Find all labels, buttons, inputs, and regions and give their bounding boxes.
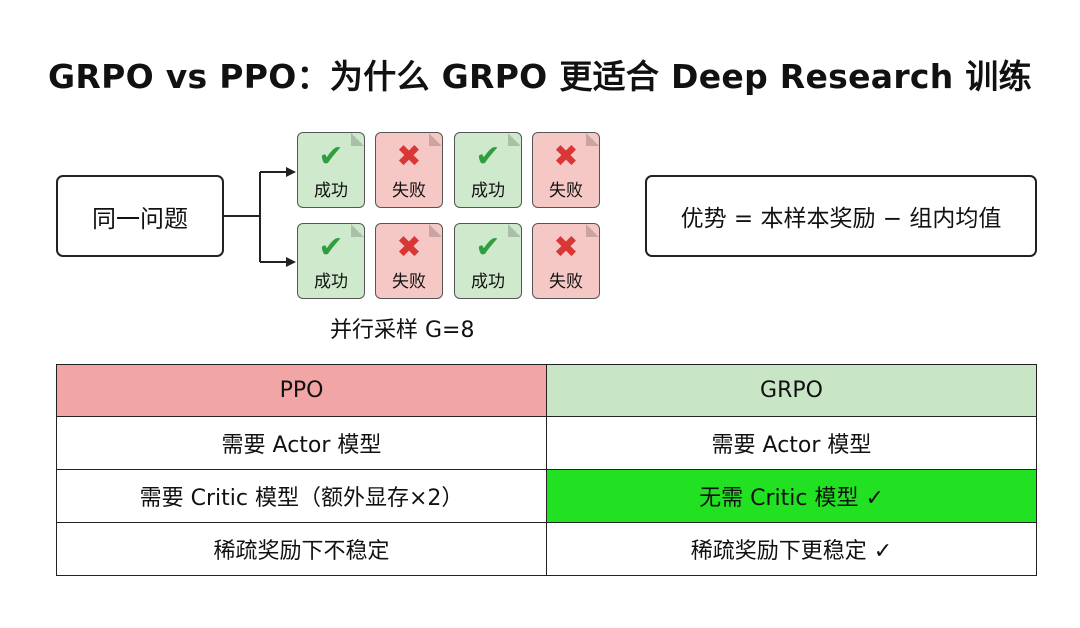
cross-icon: ✖: [396, 229, 422, 265]
ppo-cell: 需要 Actor 模型: [56, 416, 547, 470]
grpo-cell: 需要 Actor 模型: [546, 416, 1037, 470]
cross-icon: ✖: [396, 138, 422, 174]
grpo-cell-highlighted: 无需 Critic 模型 ✓: [546, 469, 1037, 523]
sample-card-label: 失败: [549, 180, 583, 201]
table-header-row: PPO GRPO: [56, 364, 1037, 417]
sample-card-label: 成功: [471, 271, 505, 292]
cross-icon: ✖: [553, 138, 579, 174]
check-icon: ✔: [475, 138, 501, 174]
ppo-header: PPO: [56, 364, 547, 417]
sample-card-label: 失败: [549, 271, 583, 292]
sample-card-success: ✔ 成功: [297, 132, 365, 208]
sample-card-label: 失败: [392, 271, 426, 292]
ppo-cell: 需要 Critic 模型（额外显存×2）: [56, 469, 547, 523]
diagram-title: GRPO vs PPO：为什么 GRPO 更适合 Deep Research 训…: [48, 57, 1032, 96]
cross-icon: ✖: [553, 229, 579, 265]
grpo-header: GRPO: [546, 364, 1037, 417]
table-row: 需要 Actor 模型 需要 Actor 模型: [56, 416, 1037, 470]
sample-card-label: 失败: [392, 180, 426, 201]
branch-arrows: [222, 167, 296, 267]
sample-card-success: ✔ 成功: [297, 223, 365, 299]
sample-card-success: ✔ 成功: [454, 132, 522, 208]
question-label: 同一问题: [92, 204, 188, 233]
sample-card-fail: ✖ 失败: [532, 223, 600, 299]
check-icon: ✔: [475, 229, 501, 265]
sample-card-fail: ✖ 失败: [375, 132, 443, 208]
sample-card-success: ✔ 成功: [454, 223, 522, 299]
table-row: 稀疏奖励下不稳定 稀疏奖励下更稳定 ✓: [56, 522, 1037, 576]
table-row: 需要 Critic 模型（额外显存×2） 无需 Critic 模型 ✓: [56, 469, 1037, 523]
comparison-table: PPO GRPO 需要 Actor 模型 需要 Actor 模型 需要 Crit…: [56, 364, 1037, 576]
advantage-formula-box: 优势 = 本样本奖励 − 组内均值: [645, 175, 1037, 257]
sample-card-fail: ✖ 失败: [532, 132, 600, 208]
sample-card-label: 成功: [314, 180, 348, 201]
ppo-cell: 稀疏奖励下不稳定: [56, 522, 547, 576]
check-icon: ✔: [318, 229, 344, 265]
sampling-caption: 并行采样 G=8: [330, 318, 475, 343]
sample-card-label: 成功: [314, 271, 348, 292]
check-icon: ✔: [318, 138, 344, 174]
question-box: 同一问题: [56, 175, 224, 257]
advantage-formula: 优势 = 本样本奖励 − 组内均值: [680, 206, 1002, 232]
sample-card-fail: ✖ 失败: [375, 223, 443, 299]
grpo-cell: 稀疏奖励下更稳定 ✓: [546, 522, 1037, 576]
sample-card-label: 成功: [471, 180, 505, 201]
